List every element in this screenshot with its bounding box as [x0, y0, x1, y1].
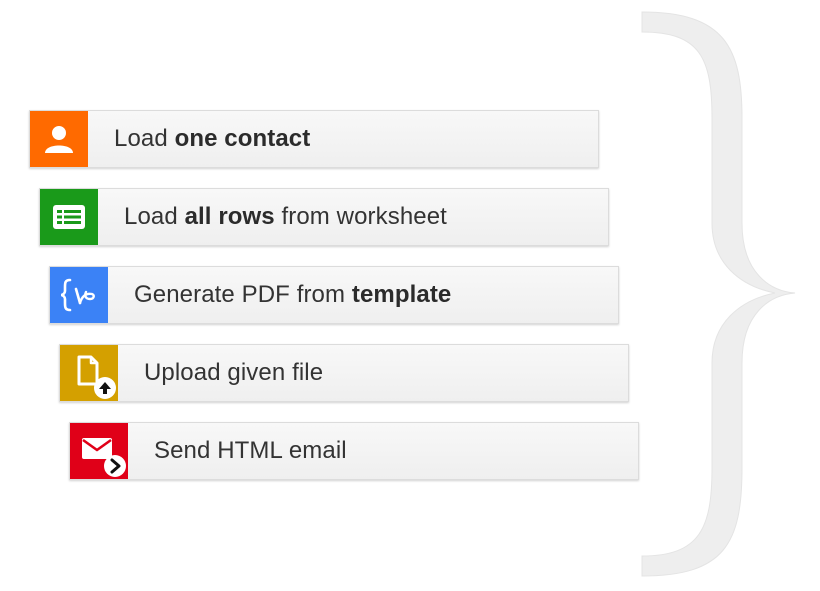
template-braces-icon [60, 278, 95, 312]
step-upload-file[interactable]: Upload given file [59, 344, 629, 402]
email-icon-box [70, 423, 128, 479]
step-label: Load one contact [114, 125, 311, 152]
template-icon-box [50, 267, 108, 323]
file-upload-icon [77, 355, 99, 386]
step-generate-pdf[interactable]: Generate PDF from template [49, 266, 619, 324]
worksheet-icon-box [40, 189, 98, 245]
right-curly-brace [641, 11, 796, 577]
person-icon [45, 126, 73, 153]
step-load-all-rows[interactable]: Load all rows from worksheet [39, 188, 609, 246]
envelope-icon [82, 438, 112, 459]
spreadsheet-icon [53, 205, 85, 229]
upload-arrow-badge [94, 377, 116, 399]
step-label: Load all rows from worksheet [124, 203, 447, 230]
step-label: Generate PDF from template [134, 281, 452, 308]
arrow-up-icon [99, 382, 111, 394]
contact-icon-box [30, 111, 88, 167]
upload-icon-box [60, 345, 118, 401]
step-label: Send HTML email [154, 437, 347, 464]
step-load-one-contact[interactable]: Load one contact [29, 110, 599, 168]
chevron-right-icon [110, 458, 121, 474]
step-label: Upload given file [144, 359, 324, 386]
step-send-email[interactable]: Send HTML email [69, 422, 639, 480]
send-arrow-badge [104, 455, 126, 477]
